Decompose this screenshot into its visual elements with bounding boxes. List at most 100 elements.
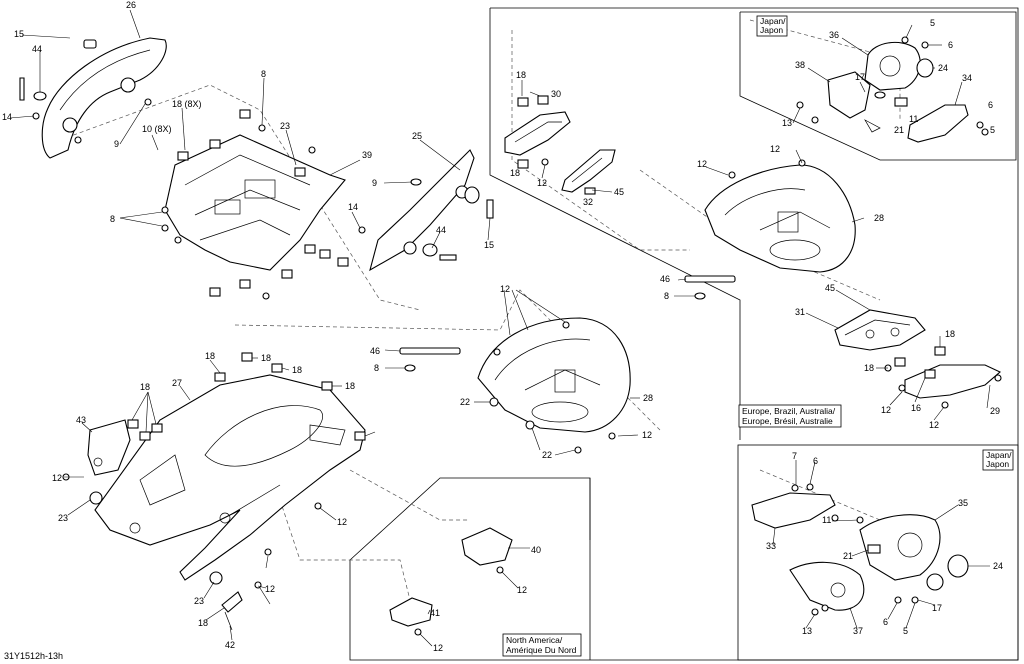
callout-label: 46 [660, 274, 670, 284]
callout-label: 13 [782, 118, 792, 128]
part-bracket-30 [504, 95, 571, 169]
callout-label: 12 [929, 420, 939, 430]
callout-label: 32 [583, 197, 593, 207]
region-label-japan-bottom: Japan/ Japon [982, 449, 1014, 471]
callout-label: 23 [58, 513, 68, 523]
callout-label: 40 [531, 545, 541, 555]
callout-label: 37 [853, 626, 863, 636]
callout-label: 14 [2, 112, 12, 122]
callout-label: 31 [795, 307, 805, 317]
leader-lines [9, 9, 991, 647]
callout-label: 18 [198, 618, 208, 628]
callout-label: 35 [958, 498, 968, 508]
guide-line [59, 84, 421, 311]
part-housing-35 [859, 514, 969, 591]
callout-label: 11 [909, 114, 918, 124]
svg-text:Japan/: Japan/ [986, 450, 1012, 460]
callout-label: 18 [261, 353, 271, 363]
callout-label: 12 [537, 178, 547, 188]
callout-label: 8 [374, 363, 379, 373]
part-plate-41 [389, 597, 433, 636]
callout-label: 18 [945, 329, 955, 339]
part-cover-28-center [477, 317, 631, 454]
callout-label: 12 [500, 284, 510, 294]
callout-label: 39 [362, 150, 372, 160]
callout-label: 43 [76, 415, 86, 425]
callout-label: 12 [642, 430, 652, 440]
callout-label: 6 [883, 617, 888, 627]
guide-line [279, 499, 411, 601]
part-bracket-37 [789, 561, 919, 616]
callout-label: 23 [194, 596, 204, 606]
callout-label: 8 [261, 69, 266, 79]
callout-label: 18 [864, 363, 874, 373]
callout-label: 28 [643, 393, 653, 403]
callout-label: 5 [903, 626, 908, 636]
callout-label: 24 [993, 561, 1003, 571]
svg-text:Amérique Du Nord: Amérique Du Nord [506, 645, 577, 655]
callout-label: 12 [697, 159, 707, 169]
callout-label: 44 [436, 225, 446, 235]
part-bracket-29 [884, 346, 1002, 409]
region-label-north-america: North America/ Amérique Du Nord [502, 633, 582, 657]
callout-label: 8 [110, 214, 115, 224]
svg-text:Japon: Japon [986, 459, 1009, 469]
callout-label: 5 [930, 18, 935, 28]
callout-label: 12 [52, 473, 62, 483]
svg-text:North America/: North America/ [506, 635, 563, 645]
callout-labels: 26 15 44 14 9 8 18 (8X) 10 (8X) 23 8 39 … [2, 0, 1003, 653]
part-bracket-31 [834, 309, 926, 351]
part-strip-46-center [399, 347, 461, 372]
callout-label: 7 [792, 451, 797, 461]
callout-label: 46 [370, 346, 380, 356]
region-label-europe: Europe, Brazil, Australia/ Europe, Brési… [738, 404, 842, 428]
fastener-group [19, 39, 152, 144]
part-bracket-33 [751, 483, 864, 529]
callout-label: 38 [795, 60, 805, 70]
callout-label: 18 [516, 70, 526, 80]
callout-label: 16 [911, 403, 921, 413]
callout-label: 15 [14, 29, 24, 39]
callout-label: 6 [988, 100, 993, 110]
svg-text:Europe, Brésil, Australie: Europe, Brésil, Australie [742, 416, 833, 426]
callout-label: 13 [802, 626, 812, 636]
callout-label: 6 [948, 40, 953, 50]
callout-label: 18 [140, 382, 150, 392]
callout-label: 23 [280, 121, 290, 131]
callout-label: 41 [430, 608, 440, 618]
callout-label: 28 [874, 213, 884, 223]
region-border-japan-top [739, 11, 1017, 161]
callout-label: 25 [412, 131, 422, 141]
callout-label: 17 [932, 603, 942, 613]
callout-label: 33 [766, 541, 776, 551]
part-strip-46-upper [684, 275, 736, 300]
callout-label: 15 [484, 240, 494, 250]
part-frame-bracket-39 [164, 134, 346, 271]
guide-line [511, 30, 690, 251]
callout-label: 5 [990, 125, 995, 135]
region-border-japan-bottom [737, 444, 1019, 661]
callout-label: 34 [962, 73, 972, 83]
fender-clips [62, 352, 366, 631]
callout-label: 22 [542, 450, 552, 460]
part-cover-28-upper [704, 159, 856, 273]
region-border-right [349, 7, 1019, 661]
callout-label: 12 [881, 405, 891, 415]
callout-label: 12 [337, 517, 347, 527]
callout-label: 18 [510, 168, 520, 178]
svg-text:Japon: Japon [760, 25, 783, 35]
callout-label: 18 (8X) [172, 99, 202, 109]
part-bracket-32 [561, 149, 616, 195]
callout-label: 36 [829, 30, 839, 40]
callout-label: 18 [345, 381, 355, 391]
callout-label: 11 [822, 515, 831, 525]
callout-label: 18 [205, 351, 215, 361]
part-side-brace-25 [358, 149, 494, 272]
callout-label: 21 [843, 551, 853, 561]
callout-label: 9 [114, 139, 119, 149]
callout-label: 27 [172, 378, 182, 388]
drawing-code: 31Y1512h-13h [4, 651, 63, 661]
callout-label: 9 [372, 178, 377, 188]
